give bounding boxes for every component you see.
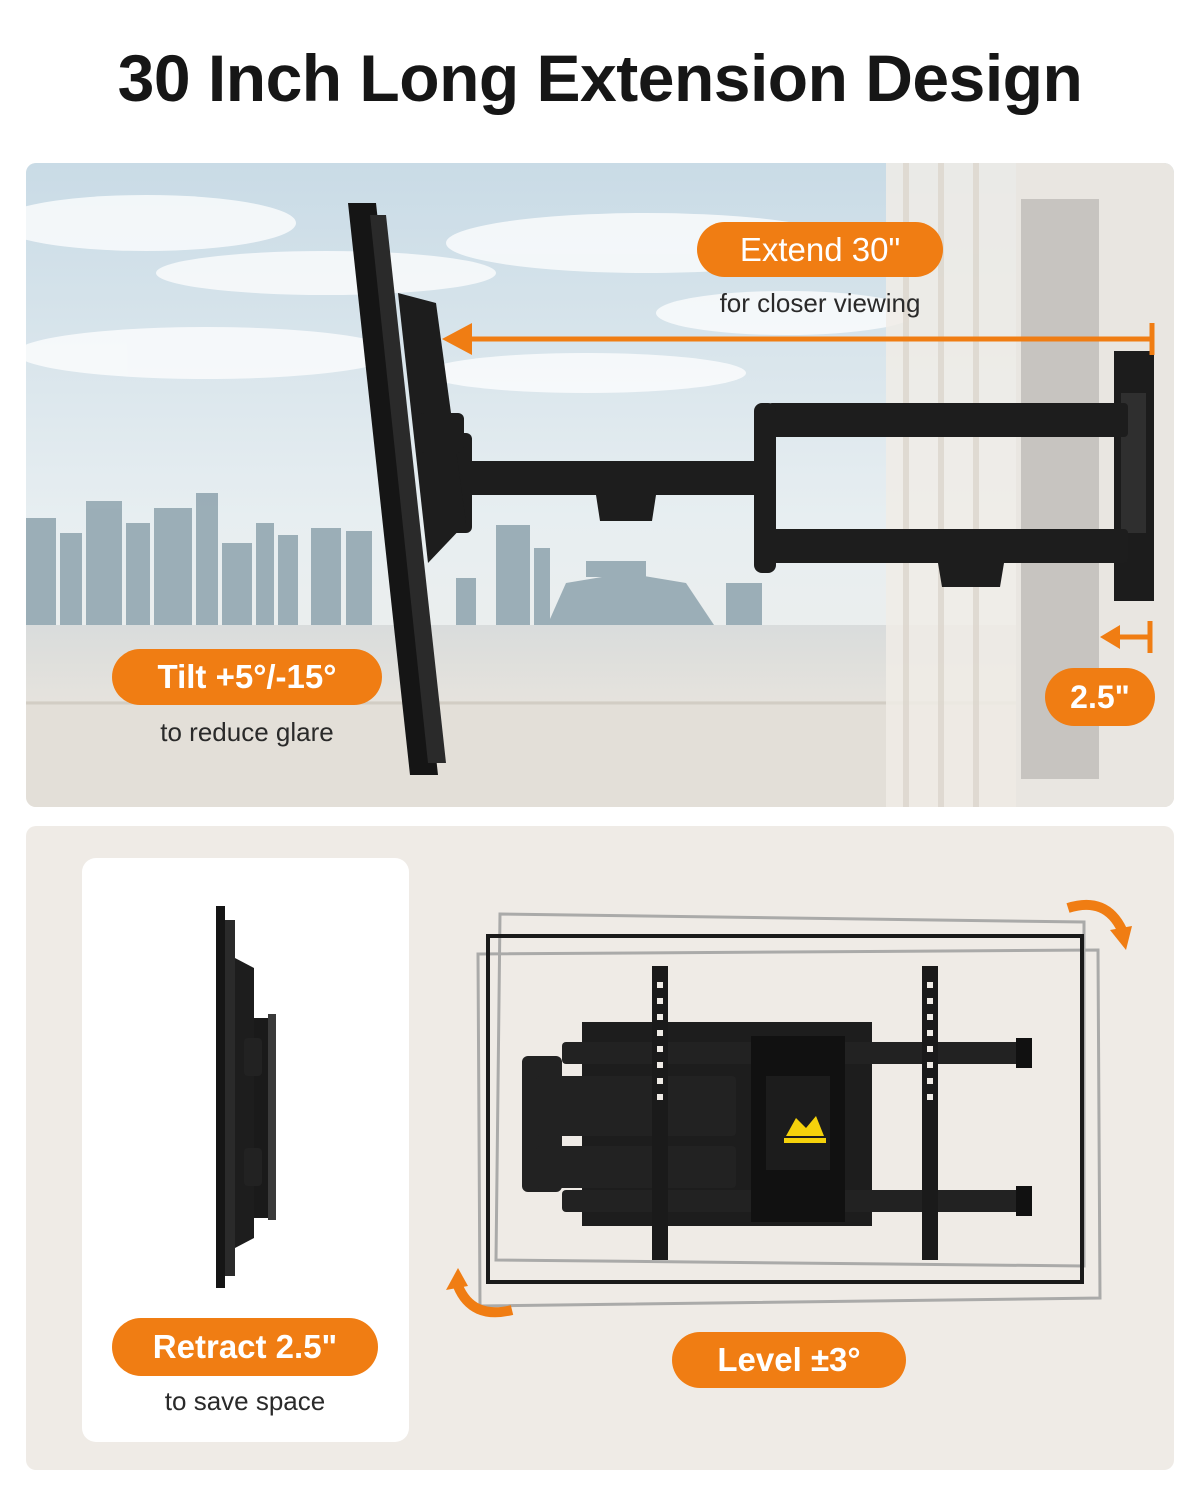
retract-caption: to save space: [164, 1386, 326, 1416]
page-title: 30 Inch Long Extension Design: [117, 41, 1083, 115]
tilt-caption: to reduce glare: [160, 717, 334, 747]
city-skyline: [26, 493, 762, 628]
extension-scene-panel: Extend 30" for closer viewing Tilt +5°/-…: [26, 163, 1174, 807]
rotate-clockwise-arrow: [1066, 899, 1132, 950]
rotate-counterclockwise-arrow: [446, 1268, 514, 1318]
clouds: [26, 195, 916, 393]
tv-outline: [486, 934, 1084, 1284]
retracted-mount-side-view: [216, 906, 276, 1288]
extend-caption: for closer viewing: [719, 288, 921, 318]
retract-level-panel: Retract 2.5" to save space: [26, 826, 1174, 1470]
tv-brackets: [398, 293, 466, 563]
retract-card: Retract 2.5" to save space: [82, 858, 409, 1442]
level-adjust-illustration: [446, 899, 1132, 1318]
mount-arms: [522, 1038, 1032, 1216]
extend-badge: Extend 30": [697, 222, 943, 277]
brand-logo: [784, 1116, 826, 1143]
retract-badge: Retract 2.5": [112, 1318, 378, 1376]
tilt-badge: Tilt +5°/-15°: [112, 649, 382, 705]
extended-mount-illustration: [26, 163, 1174, 807]
wall-gap-badge: 2.5": [1045, 668, 1155, 726]
level-badge: Level ±3°: [672, 1332, 906, 1388]
extend-arrow: [442, 323, 1155, 355]
wall-gap-arrow: [1100, 621, 1153, 653]
vertical-rails: [652, 966, 938, 1260]
